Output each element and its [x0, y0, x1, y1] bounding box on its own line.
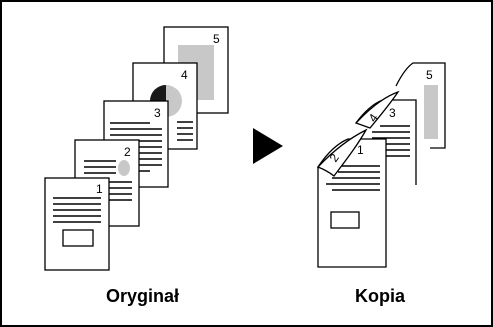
- original-page-number-3: 3: [154, 106, 161, 120]
- original-page-number-2: 2: [124, 145, 131, 159]
- copy-page-1: 1 2: [316, 128, 387, 268]
- copy-page-number-1: 1: [357, 143, 364, 157]
- copy-caption: Kopia: [355, 286, 406, 306]
- arrow-right-icon: [253, 128, 283, 164]
- original-page-number-1: 1: [96, 182, 103, 196]
- original-stack: 5 4 3: [44, 26, 229, 271]
- copy-page-number-3: 3: [389, 106, 396, 120]
- copy-booklet: 5 3 4 1: [316, 62, 446, 268]
- original-page-number-4: 4: [181, 68, 188, 82]
- original-page-1: 1: [44, 177, 110, 271]
- original-caption: Oryginał: [106, 286, 180, 306]
- copy-page-5: 5: [395, 62, 446, 149]
- copy-page-number-5: 5: [426, 68, 433, 82]
- original-page-number-5: 5: [213, 32, 220, 46]
